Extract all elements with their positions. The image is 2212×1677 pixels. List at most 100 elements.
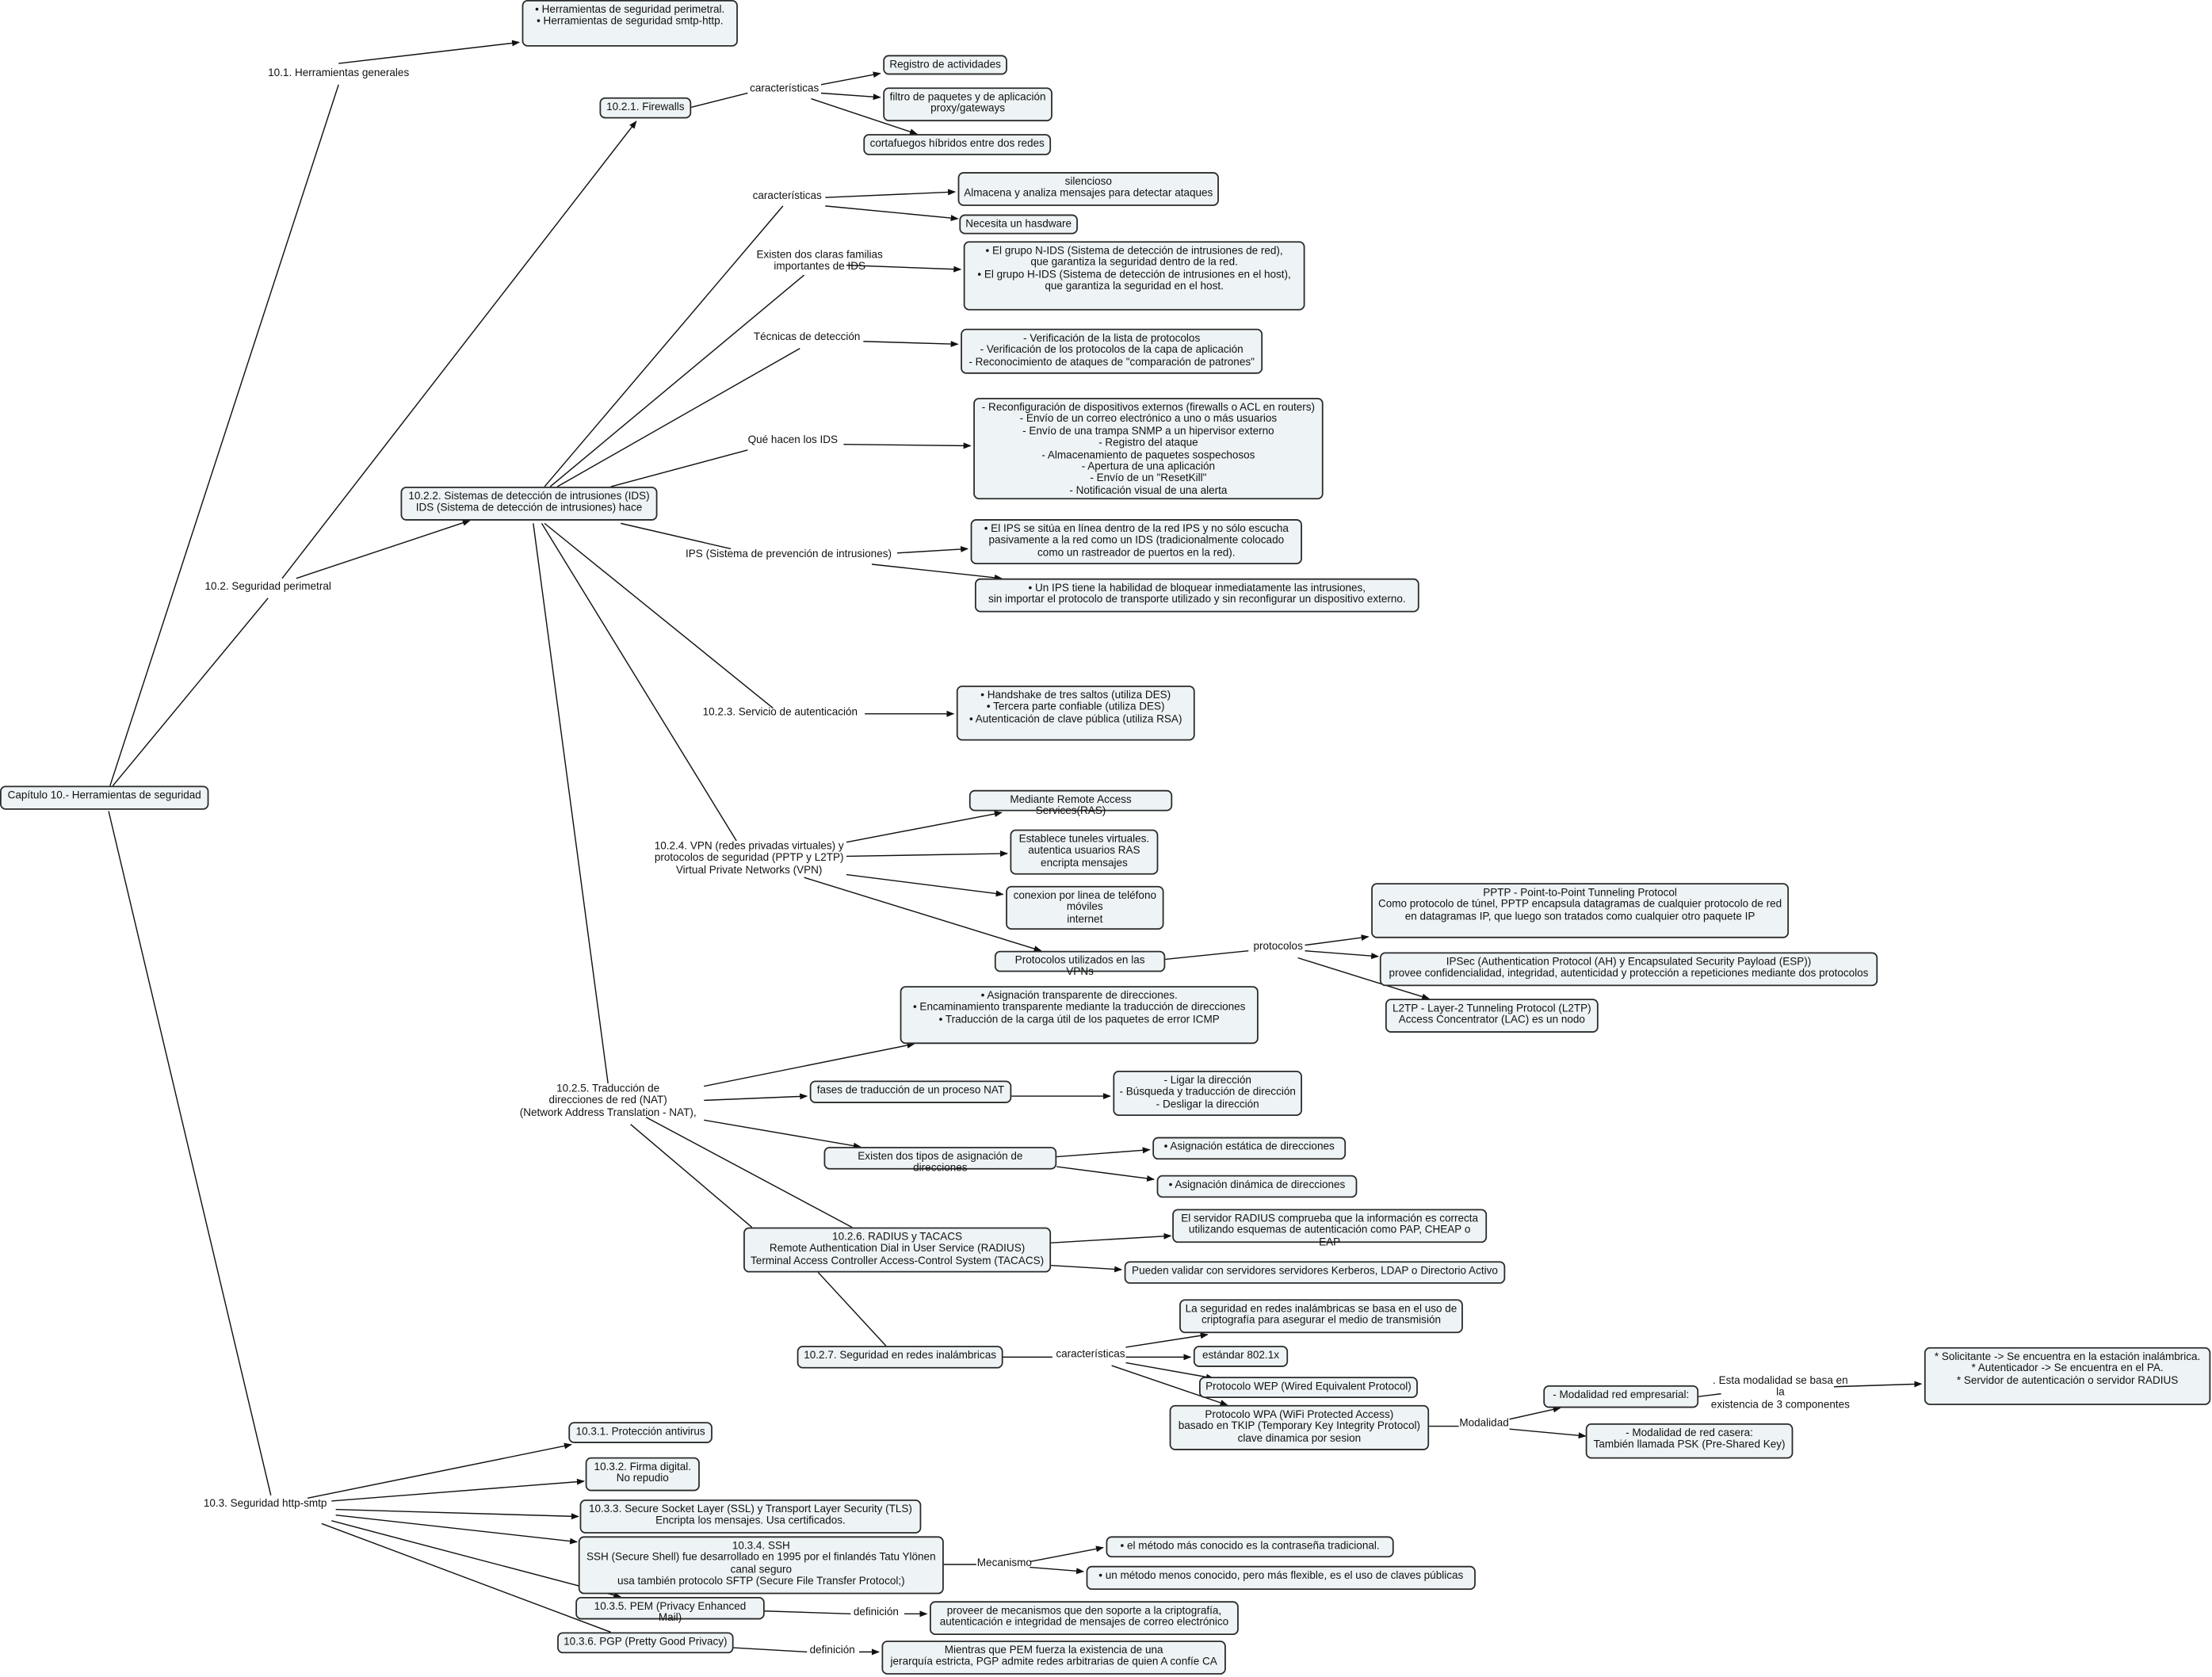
concept-node-ips2[interactable]: • Un IPS tiene la habilidad de bloquear …: [974, 578, 1419, 613]
connector-line: [108, 811, 272, 1496]
concept-node-nat2[interactable]: fases de traducción de un proceso NAT: [809, 1080, 1012, 1103]
concept-node-root[interactable]: Capítulo 10.- Herramientas de seguridad: [0, 785, 209, 810]
arrow-connector: [1030, 1566, 1085, 1575]
concept-node-n1021[interactable]: 10.2.1. Firewalls: [599, 97, 692, 119]
arrow-connector: [296, 519, 471, 579]
concept-node-w2[interactable]: estándar 802.1x: [1193, 1346, 1289, 1367]
connector-line: [733, 1647, 808, 1653]
arrow-connector: [335, 1508, 579, 1520]
connector-line: [544, 522, 774, 709]
concept-node-l2tp[interactable]: L2TP - Layer-2 Tunneling Protocol (L2TP)…: [1385, 999, 1599, 1033]
concept-node-s2[interactable]: 10.3.2. Firma digital. No repudio: [585, 1457, 700, 1492]
link-label-def1: definición: [853, 1605, 899, 1618]
concept-node-vpn1[interactable]: Mediante Remote Access Services(RAS): [968, 789, 1173, 817]
arrow-connector: [825, 205, 959, 222]
concept-node-s6[interactable]: 10.3.6. PGP (Pretty Good Privacy): [557, 1632, 734, 1654]
concept-node-ids-tec-b[interactable]: - Verificación de la lista de protocolos…: [961, 328, 1263, 374]
arrow-connector: [846, 811, 1003, 843]
arrow-connector: [1111, 1365, 1228, 1406]
connector-line: [321, 1522, 611, 1633]
concept-node-rad1[interactable]: El servidor RADIUS comprueba que la info…: [1172, 1209, 1488, 1247]
connector-line: [764, 1610, 851, 1615]
arrow-connector: [1305, 950, 1380, 960]
arrow-connector: [846, 873, 1004, 897]
arrow-connector: [1509, 1406, 1561, 1420]
link-label-ids-tec: Técnicas de detección: [753, 330, 861, 343]
arrow-connector: [1125, 1362, 1214, 1381]
concept-node-auth-b[interactable]: • Handshake de tres saltos (utiliza DES)…: [956, 686, 1195, 741]
concept-node-fw1[interactable]: Registro de actividades: [883, 55, 1007, 75]
concept-node-fw3[interactable]: cortafuegos híbridos entre dos redes: [863, 134, 1052, 155]
arrow-connector: [897, 545, 969, 554]
concept-node-s6b[interactable]: Mientras que PEM fuerza la existencia de…: [881, 1641, 1226, 1675]
arrow-connector: [820, 92, 881, 101]
arrow-connector: [331, 1478, 585, 1502]
link-label-ids-car: características: [752, 189, 822, 202]
concept-node-pptp[interactable]: PPTP - Point-to-Point Tunneling Protocol…: [1371, 883, 1790, 938]
concept-node-s5[interactable]: 10.3.5. PEM (Privacy Enhanced Mail): [575, 1596, 765, 1624]
concept-node-nat1[interactable]: • Asignación transparente de direcciones…: [900, 986, 1259, 1045]
link-label-mod: Modalidad: [1459, 1416, 1509, 1430]
concept-node-ips1[interactable]: • El IPS se sitúa en línea dentro de la …: [970, 519, 1302, 564]
arrow-connector: [871, 563, 1003, 581]
concept-node-ids-que-b[interactable]: - Reconfiguración de dispositivos extern…: [973, 397, 1324, 500]
link-label-ips: IPS (Sistema de prevención de intrusione…: [686, 547, 892, 560]
connector-line: [541, 523, 737, 842]
arrow-connector: [1833, 1381, 1923, 1388]
concept-node-w1[interactable]: La seguridad en redes inalámbricas se ba…: [1179, 1299, 1463, 1334]
connector-line: [817, 1272, 887, 1347]
arrow-connector: [704, 1042, 915, 1087]
concept-node-n1027[interactable]: 10.2.7. Seguridad en redes inalámbricas: [797, 1346, 1003, 1369]
link-label-ids-que: Qué hacen los IDS: [747, 433, 839, 446]
arrow-connector: [281, 120, 637, 579]
link-label-proto: protocolos: [1253, 939, 1303, 953]
arrow-connector: [811, 97, 918, 136]
arrow-connector: [1125, 1332, 1209, 1348]
arrow-connector: [307, 1442, 572, 1499]
concept-node-s3[interactable]: 10.3.3. Secure Socket Layer (SSL) y Tran…: [579, 1499, 922, 1534]
concept-node-w3[interactable]: Protocolo WEP (Wired Equivalent Protocol…: [1199, 1377, 1418, 1398]
concept-node-vpn3[interactable]: conexion por linea de teléfono móviles i…: [1006, 885, 1164, 930]
link-label-fw-car: características: [750, 82, 819, 95]
concept-node-ids-fam-b[interactable]: • El grupo N-IDS (Sistema de detección d…: [963, 241, 1305, 311]
connector-line: [533, 523, 609, 1084]
concept-node-w4[interactable]: Protocolo WPA (WiFi Protected Access) ba…: [1169, 1404, 1430, 1450]
concept-node-s4a[interactable]: • el método más conocido es la contraseñ…: [1106, 1536, 1394, 1558]
arrow-connector: [1056, 1166, 1156, 1182]
concept-node-nat3[interactable]: Existen dos tipos de asignación de direc…: [823, 1147, 1057, 1174]
connector-line: [610, 449, 748, 487]
concept-node-s4[interactable]: 10.3.4. SSH SSH (Secure Shell) fue desar…: [578, 1536, 944, 1595]
concept-node-s5b[interactable]: proveer de mecanismos que den soporte a …: [930, 1601, 1239, 1636]
concept-node-ids-c1[interactable]: silencioso Almacena y analiza mensajes p…: [957, 172, 1219, 206]
concept-node-m1[interactable]: - Modalidad red empresarial:: [1543, 1385, 1699, 1408]
arrow-connector: [846, 850, 1008, 858]
concept-node-nat3b[interactable]: • Asignación dinámica de direcciones: [1156, 1175, 1358, 1198]
concept-node-n101a[interactable]: • Herramientas de seguridad perimetral. …: [521, 0, 738, 47]
concept-node-nat2b[interactable]: - Ligar la dirección - Búsqueda y traduc…: [1113, 1071, 1302, 1116]
concept-node-fw2[interactable]: filtro de paquetes y de aplicación proxy…: [883, 87, 1053, 122]
connector-line: [1698, 1392, 1721, 1397]
concept-node-vpn2[interactable]: Establece tuneles virtuales. autentica u…: [1010, 829, 1159, 875]
link-label-n1024: 10.2.4. VPN (redes privadas virtuales) y…: [654, 839, 844, 877]
concept-node-m1b[interactable]: * Solicitante -> Se encuentra en la esta…: [1924, 1347, 2211, 1405]
concept-node-s4b[interactable]: • un método menos conocido, pero más fle…: [1086, 1565, 1476, 1591]
concept-node-m2[interactable]: - Modalidad de red casera: También llama…: [1585, 1423, 1794, 1459]
arrow-connector: [704, 1119, 861, 1149]
concept-node-ids-c2[interactable]: Necesita un hasdware: [959, 214, 1078, 235]
connector-line: [556, 348, 800, 487]
link-label-def2: definición: [809, 1643, 855, 1656]
concept-node-n1022[interactable]: 10.2.2. Sistemas de detección de intrusi…: [400, 487, 658, 521]
connector-line: [549, 274, 805, 487]
concept-node-nat3a[interactable]: • Asignación estática de direcciones: [1152, 1136, 1347, 1160]
concept-node-n1026[interactable]: 10.2.6. RADIUS y TACACS Remote Authentic…: [743, 1227, 1052, 1273]
concept-node-ipsec[interactable]: IPSec (Authentication Protocol (AH) y En…: [1379, 952, 1878, 987]
arrow-connector: [825, 189, 957, 198]
concept-node-rad2[interactable]: Pueden validar con servidores servidores…: [1124, 1261, 1506, 1284]
arrow-connector: [1509, 1428, 1587, 1439]
concept-node-vpn4[interactable]: Protocolos utilizados en las VPNs: [994, 950, 1166, 978]
concept-node-s1[interactable]: 10.3.1. Protección antivirus: [568, 1422, 713, 1443]
arrow-connector: [843, 442, 972, 449]
arrow-connector: [704, 1093, 808, 1102]
arrow-connector: [1051, 1232, 1172, 1243]
